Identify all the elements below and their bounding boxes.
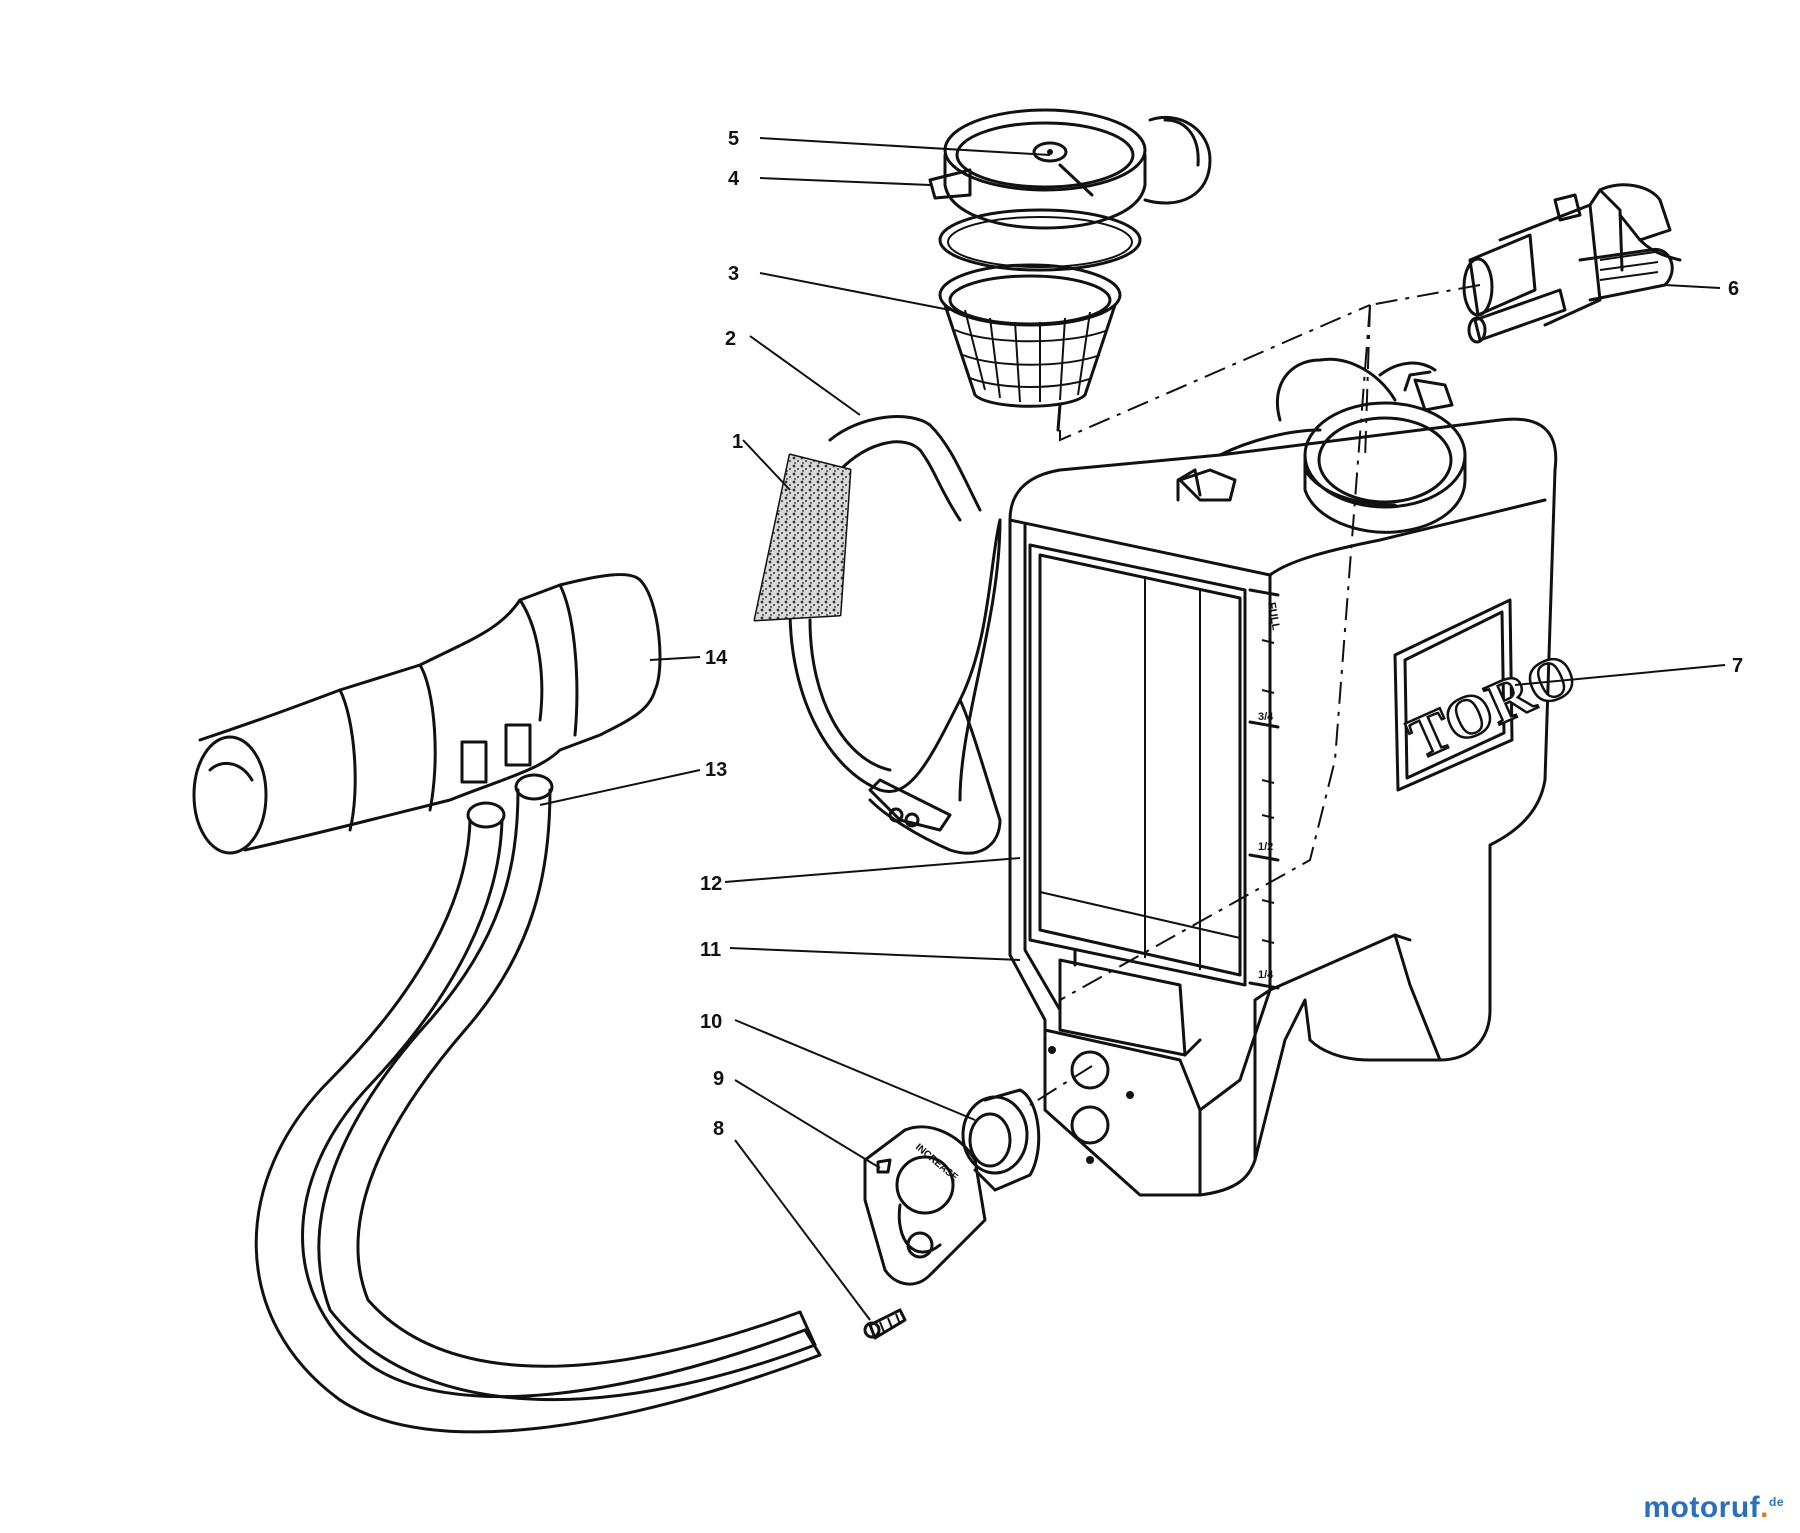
callout-3: 3 xyxy=(728,263,739,285)
callout-12: 12 xyxy=(700,873,722,895)
callout-9: 9 xyxy=(713,1068,724,1090)
callout-8: 8 xyxy=(713,1118,724,1140)
strap xyxy=(753,415,1002,855)
callout-11: 11 xyxy=(700,939,721,961)
callout-1: 1 xyxy=(732,431,743,453)
meter-plate-label: INCREASE xyxy=(913,1142,960,1184)
scale-half: 1/2 xyxy=(1258,841,1273,853)
shutoff-valve xyxy=(1462,183,1682,344)
callout-13: 13 xyxy=(705,759,727,781)
scale-full: FULL xyxy=(1265,601,1282,631)
callout-6: 6 xyxy=(1728,278,1739,300)
scale-quarter: 1/4 xyxy=(1258,969,1274,981)
assembly-lines xyxy=(1029,284,1481,1106)
scale-three-quarter: 3/4 xyxy=(1258,711,1274,723)
screw xyxy=(863,1308,907,1340)
callout-2: 2 xyxy=(725,328,736,350)
watermark-logo: motoruf.de xyxy=(1643,1491,1784,1525)
bushing xyxy=(961,1088,1041,1192)
tank: FULL 3/4 1/2 1/4 TORO xyxy=(1008,357,1587,1197)
callout-7: 7 xyxy=(1732,655,1743,677)
callout-5: 5 xyxy=(728,128,739,150)
hoses xyxy=(254,773,822,1434)
brand-logo: TORO xyxy=(1398,640,1585,772)
nozzle xyxy=(192,573,662,855)
watermark-tld: de xyxy=(1768,1495,1784,1509)
callout-labels: 5 4 3 2 1 6 7 8 9 10 11 12 13 14 xyxy=(700,128,1743,1140)
callout-14: 14 xyxy=(705,647,728,669)
o-ring xyxy=(938,208,1142,272)
callout-4: 4 xyxy=(728,168,740,190)
watermark-dot: . xyxy=(1760,1491,1769,1524)
leader-lines xyxy=(539,137,1726,1321)
watermark-main: motoruf xyxy=(1643,1491,1761,1524)
strainer-basket xyxy=(938,263,1122,432)
lid xyxy=(928,108,1212,230)
callout-10: 10 xyxy=(700,1011,722,1033)
